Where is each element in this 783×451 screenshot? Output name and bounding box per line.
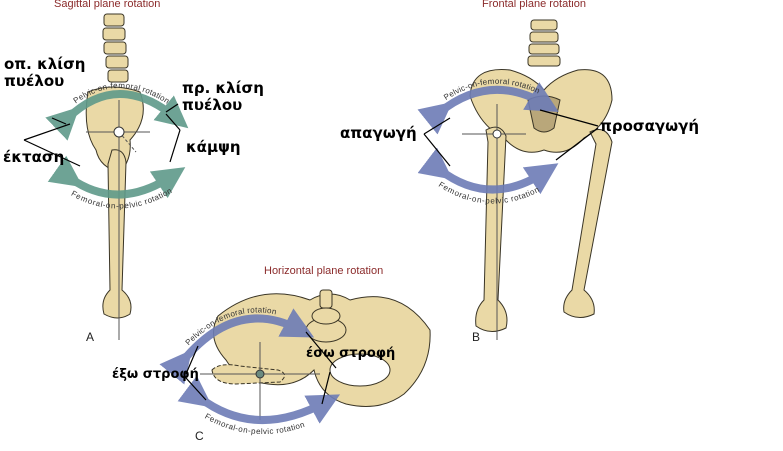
panel-c-horizontal: Pelvic-on-femoral rotation Femoral-on-pe…: [159, 289, 431, 436]
anterior-tilt-label: πρ. κλίση πυέλου: [182, 79, 264, 115]
panel-a-callouts: [23, 103, 181, 167]
panel-c-arrow-femoral-bottom: [177, 375, 341, 424]
panel-b-hip-center: [492, 129, 502, 139]
flexion-label: κάμψη: [186, 138, 241, 156]
external-rotation-label: έξω στροφή: [112, 367, 199, 382]
panel-c-title: Horizontal plane rotation: [264, 265, 384, 277]
panel-b-title: Frontal plane rotation: [482, 0, 586, 10]
panel-b-callouts: [423, 109, 599, 167]
panel-c-hip-center: [255, 369, 265, 379]
panel-b-arrow-pelvic-top: [417, 82, 559, 135]
panel-c-letter: C: [195, 429, 204, 443]
adduction-label: προσαγωγή: [600, 117, 700, 135]
abduction-label: απαγωγή: [340, 124, 417, 142]
panel-a-title: Sagittal plane rotation: [54, 0, 161, 10]
panel-a-femur: [102, 149, 132, 319]
posterior-tilt-line-2: πυέλου: [4, 72, 65, 91]
panel-b-arrow-femoral-bottom: [417, 147, 559, 195]
panel-a-spine: [102, 13, 129, 83]
anterior-tilt-line-2: πυέλου: [182, 96, 243, 115]
posterior-tilt-line-1: οπ. κλίση: [4, 55, 86, 73]
panel-b-letter: B: [472, 330, 481, 344]
panel-b-frontal: Pelvic-on-femoral rotation Femoral-on-pe…: [417, 19, 613, 340]
panel-a-sagittal: Pelvic-on-femoral rotation Femoral-on-pe…: [23, 13, 189, 340]
posterior-tilt-label: οπ. κλίση πυέλου: [4, 55, 86, 91]
panel-c-arrow-pelvic-top: [159, 308, 315, 385]
panel-b-femur-right: [563, 129, 613, 318]
panel-c-callouts: [185, 331, 337, 405]
panel-a-letter: A: [86, 330, 95, 344]
panel-b-spine: [527, 19, 561, 67]
panel-a-arrow-pelvic-top: [45, 90, 189, 141]
panel-c-vertebra: [305, 289, 347, 343]
anterior-tilt-line-1: πρ. κλίση: [182, 79, 264, 97]
panel-a-hip-center: [113, 126, 125, 138]
panel-b-femur-left: [475, 126, 508, 332]
panel-c-obturator: [329, 353, 391, 387]
internal-rotation-label: έσω στροφή: [306, 346, 396, 361]
extension-label: έκταση: [3, 148, 65, 166]
panel-a-arrow-femoral-bottom: [47, 155, 186, 199]
